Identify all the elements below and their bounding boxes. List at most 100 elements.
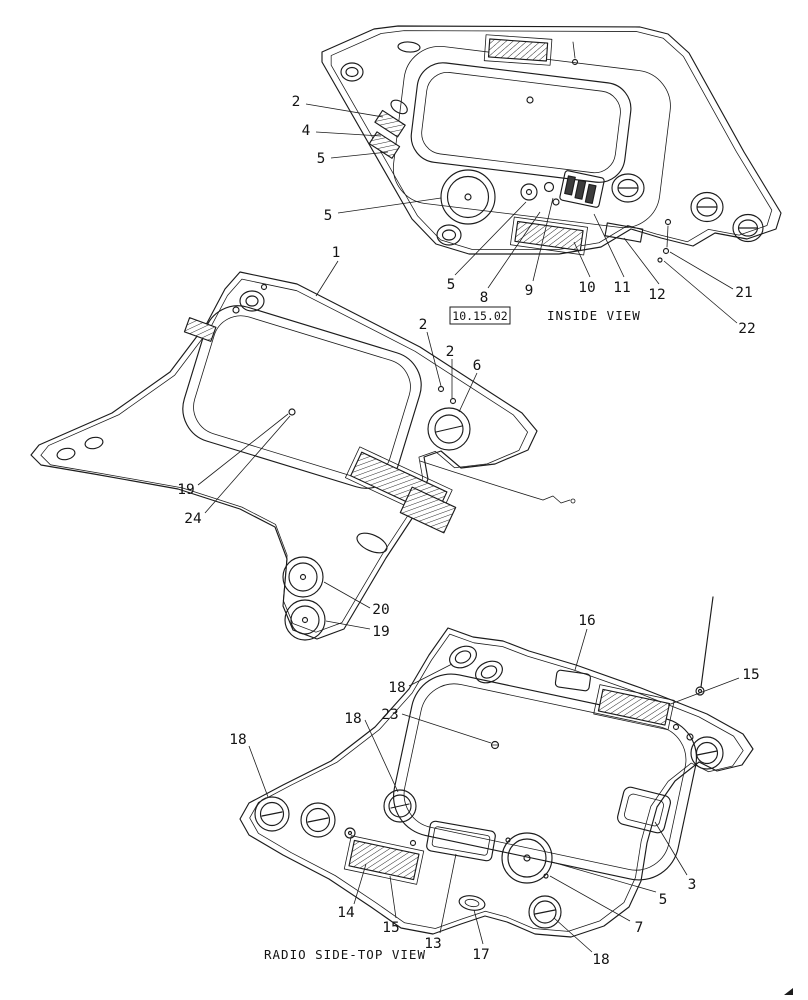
antenna-cable	[419, 460, 576, 504]
vent-grille	[593, 684, 675, 731]
leader-line	[305, 103, 384, 118]
radio-view-callouts: 16 15 18 18 23 18 3 5 7 14 15 13 17 18	[229, 613, 759, 968]
clip-icon	[449, 397, 457, 405]
leader-line	[623, 237, 660, 285]
callout-18: 18	[388, 680, 405, 696]
screw-icon	[672, 723, 680, 731]
air-vent-icon	[475, 660, 503, 684]
blank-plate	[604, 222, 644, 243]
leader-line	[473, 909, 484, 945]
air-vent-icon	[300, 802, 336, 838]
callout-6: 6	[473, 358, 482, 374]
callout-9: 9	[525, 283, 534, 299]
control-knobs	[520, 181, 560, 206]
leader-line	[323, 581, 371, 609]
screw-icon	[409, 839, 417, 847]
radio-view-leaders	[248, 628, 740, 953]
air-vent-icon	[449, 645, 477, 669]
callout-15: 15	[742, 667, 759, 683]
callout-4: 4	[302, 123, 311, 139]
screw-icon	[543, 873, 549, 879]
air-vent-icon	[427, 407, 471, 451]
screw-icon	[344, 827, 356, 839]
callout-3: 3	[688, 877, 697, 893]
leader-line	[204, 415, 291, 514]
handle-icon	[356, 532, 388, 554]
callout-12: 12	[648, 287, 665, 303]
leader-line	[337, 197, 442, 214]
callout-17: 17	[472, 947, 489, 963]
leader-line	[248, 745, 269, 798]
vent-grille	[510, 216, 588, 256]
leader-line	[325, 620, 371, 630]
air-vent-icon	[383, 789, 417, 823]
callout-23: 23	[381, 707, 398, 723]
leader-line	[669, 251, 734, 290]
antenna-icon	[695, 596, 714, 696]
leader-line	[439, 853, 457, 934]
screw-icon	[490, 740, 500, 750]
callout-11: 11	[613, 280, 630, 296]
roof-window-opening	[182, 305, 422, 489]
callout-13: 13	[424, 936, 441, 952]
leader-line	[454, 201, 527, 276]
leader-line	[573, 241, 591, 278]
switch-panel	[559, 170, 605, 208]
screw-icon	[505, 837, 511, 843]
callout-8: 8	[480, 290, 489, 306]
leader-line	[663, 260, 738, 324]
leader-line	[549, 875, 631, 922]
callout-5: 5	[324, 208, 333, 224]
leader-line	[364, 719, 399, 793]
vent-grille	[343, 835, 425, 885]
radio-view-label: RADIO SIDE-TOP VIEW	[264, 947, 426, 962]
roof-vent-grille	[483, 34, 553, 66]
screw-icon	[232, 306, 240, 314]
air-vent-icon	[528, 895, 562, 929]
leader-line	[667, 677, 740, 706]
screw-icon	[526, 41, 579, 104]
speaker-icon	[501, 832, 553, 884]
callout-5: 5	[317, 151, 326, 167]
leader-line	[197, 413, 289, 486]
oval-plate	[458, 895, 486, 911]
air-vent-icon	[690, 191, 724, 223]
inside-view-leaders	[305, 103, 738, 324]
callout-7: 7	[635, 920, 644, 936]
leader-line	[426, 331, 442, 387]
leader-line	[401, 713, 492, 744]
callout-24: 24	[184, 511, 202, 527]
callout-19: 19	[372, 624, 389, 640]
reference-box[interactable]: 10.15.02	[449, 306, 511, 325]
wing-vent-icon	[56, 447, 76, 461]
leader-line	[574, 628, 588, 671]
roof-panel-top-view-drawing	[30, 271, 576, 641]
speaker-icon	[440, 169, 496, 225]
corner-vent-icon	[239, 290, 265, 312]
callout-2: 2	[446, 344, 455, 360]
small-vent-grille	[183, 317, 217, 342]
callout-18: 18	[344, 711, 361, 727]
vent-grille	[399, 486, 457, 534]
air-vent-icon	[436, 224, 462, 246]
inside-view-label: INSIDE VIEW	[547, 308, 641, 323]
callout-5: 5	[659, 892, 668, 908]
leader-line	[353, 863, 367, 905]
callout-14: 14	[337, 905, 355, 921]
callout-19: 19	[177, 482, 194, 498]
headliner-recess	[392, 45, 671, 229]
leader-line	[593, 213, 625, 278]
screw-icon	[657, 218, 672, 263]
radio-unit	[426, 820, 496, 862]
callout-5: 5	[447, 277, 456, 293]
reference-box-label[interactable]: 10.15.02	[452, 309, 507, 323]
leader-line	[551, 861, 657, 893]
leader-line	[487, 211, 541, 289]
leader-line	[654, 821, 688, 876]
leader-line	[408, 663, 453, 687]
inside-view-drawing	[321, 25, 782, 263]
callout-16: 16	[578, 613, 595, 629]
speaker-icon	[284, 599, 326, 641]
